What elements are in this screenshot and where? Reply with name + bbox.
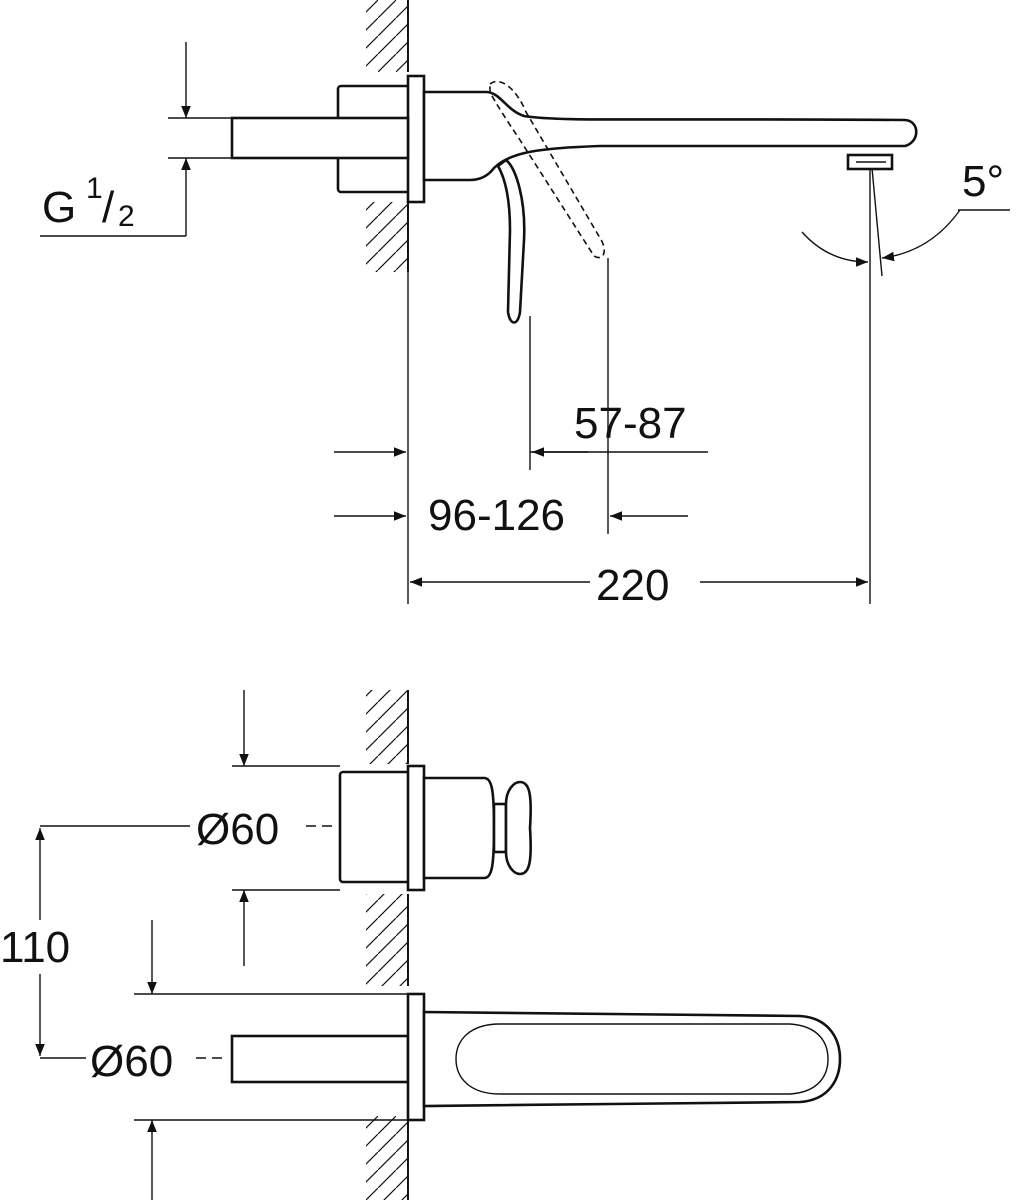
thread-slash: / xyxy=(102,183,115,232)
stub-plan xyxy=(230,1034,410,1084)
connection-stub xyxy=(230,116,410,160)
centre-distance-label: 110 xyxy=(0,923,70,972)
spout-side xyxy=(422,90,918,182)
thread-label: G xyxy=(42,183,76,232)
angle-label: 5° xyxy=(962,157,1004,206)
mixer-escutcheon-plan xyxy=(406,764,426,892)
lever-closed xyxy=(496,158,526,324)
lever-knob-plan xyxy=(504,780,532,876)
escutcheon-side xyxy=(406,74,426,204)
lever-range-label: 57-87 xyxy=(574,399,687,448)
thread-denominator: 2 xyxy=(118,200,135,233)
mixer-cartridge xyxy=(422,776,496,880)
mixer-body-plan xyxy=(338,770,412,884)
diameter-bottom-label: Ø60 xyxy=(90,1037,173,1086)
spout-plan xyxy=(422,1010,842,1108)
thread-numerator: 1 xyxy=(86,172,103,205)
projection-label: 220 xyxy=(596,561,669,610)
plan-view: Ø60 Ø60 110 xyxy=(0,690,842,1200)
spout-escutcheon-plan xyxy=(406,992,426,1122)
depth-range-label: 96-126 xyxy=(428,491,565,540)
side-view: G 1 / 2 5° 57-87 96-126 220 xyxy=(40,0,1010,610)
lever-open-dashed xyxy=(489,80,606,259)
diameter-top-label: Ø60 xyxy=(196,805,279,854)
lever-stem xyxy=(492,802,508,854)
